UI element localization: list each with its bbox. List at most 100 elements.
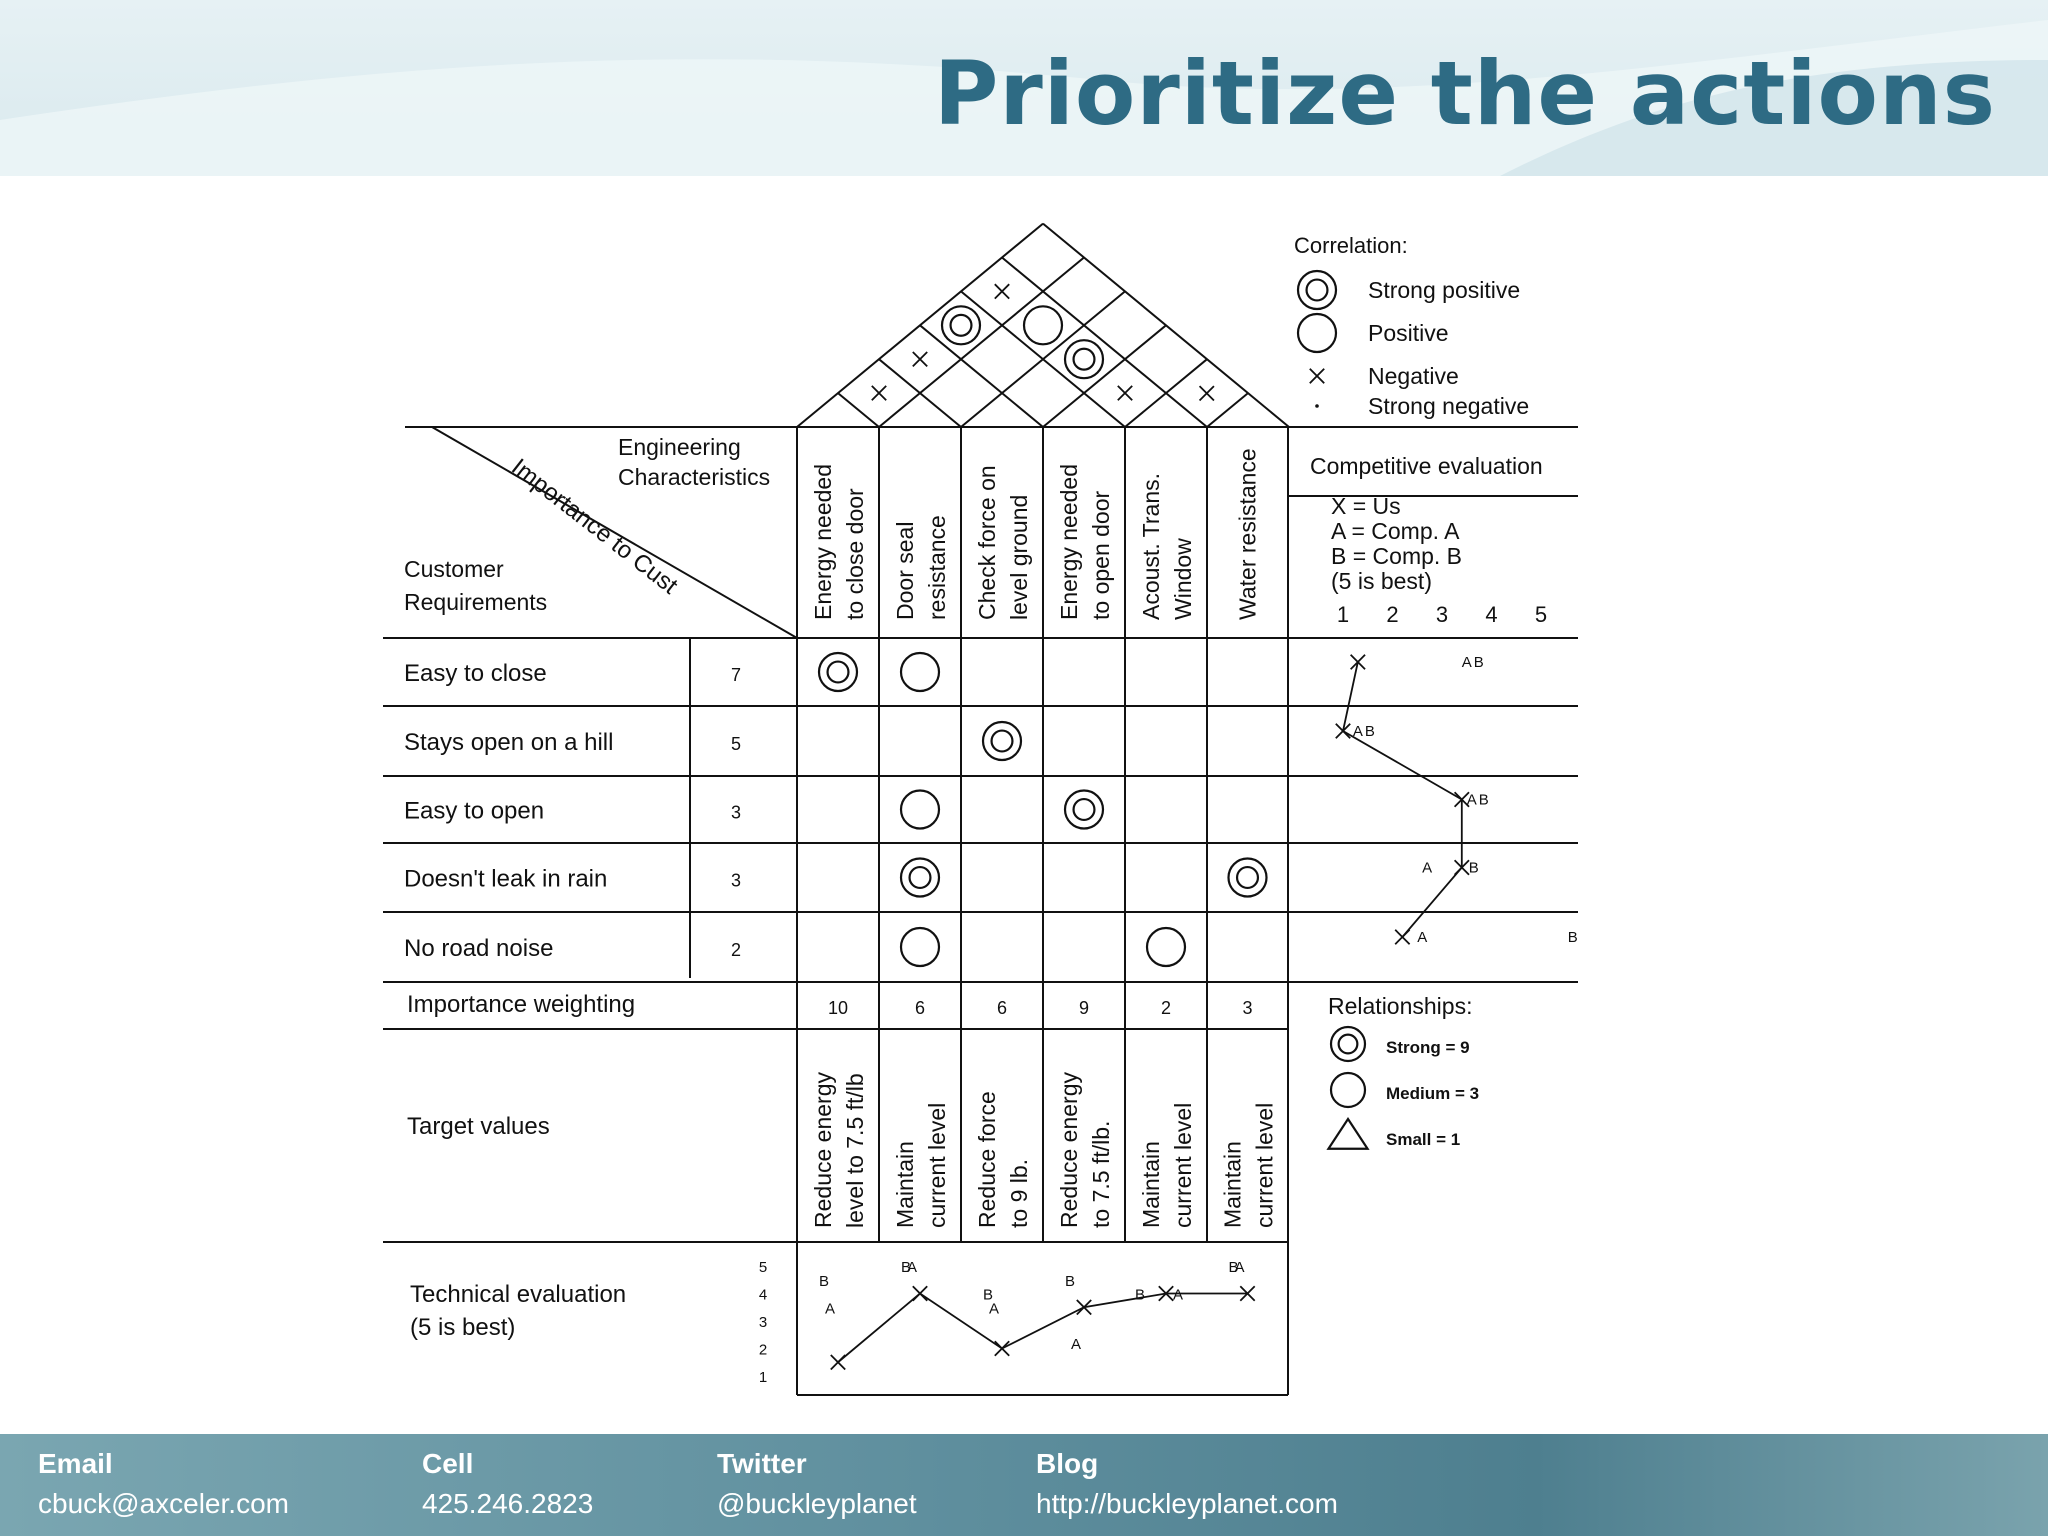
inner-circle-icon bbox=[1305, 278, 1329, 302]
negative-icon bbox=[912, 1285, 928, 1302]
competitive-scale-tick: 3 bbox=[1436, 602, 1448, 627]
column-header: Acoust. Trans. bbox=[1138, 473, 1164, 620]
competitive-scale-tick: 5 bbox=[1535, 602, 1547, 627]
comp-b-technical-point: B bbox=[983, 1287, 993, 1304]
inner-circle-icon bbox=[1072, 797, 1096, 822]
relationships-legend-label: Medium = 3 bbox=[1386, 1084, 1479, 1103]
roof-line bbox=[878, 358, 962, 428]
negative-icon bbox=[1309, 368, 1325, 384]
competitive-key: B = Comp. B bbox=[1331, 543, 1462, 569]
column-header: Check force on bbox=[974, 465, 1000, 620]
negative-icon bbox=[1117, 385, 1133, 401]
engineering-label: Characteristics bbox=[618, 464, 770, 490]
medium-relationship-icon bbox=[899, 651, 941, 693]
comp-a-competitive-point: A bbox=[1422, 860, 1432, 877]
strong-relationship-icon bbox=[1329, 1025, 1367, 1063]
competitive-scale-tick: 4 bbox=[1485, 602, 1497, 627]
comp-b-competitive-point: B bbox=[1479, 792, 1489, 809]
cell-label: Cell bbox=[422, 1448, 474, 1479]
comp-a-technical-point: A bbox=[1173, 1287, 1183, 1304]
target-value: Maintain bbox=[1138, 1141, 1164, 1228]
comp-a-technical-point: A bbox=[907, 1259, 917, 1276]
inner-circle-icon bbox=[1337, 1033, 1359, 1055]
requirement-importance: 3 bbox=[731, 871, 741, 891]
roof-line bbox=[919, 324, 1044, 428]
column-header: level ground bbox=[1006, 495, 1032, 620]
technical-scale-tick: 1 bbox=[759, 1369, 767, 1386]
target-value: Reduce force bbox=[974, 1091, 1000, 1228]
negative-icon bbox=[1198, 385, 1215, 402]
competitive-key: (5 is best) bbox=[1331, 568, 1432, 594]
requirement-label: Easy to open bbox=[404, 798, 544, 825]
column-header: to close door bbox=[842, 488, 868, 620]
negative-icon bbox=[1394, 929, 1411, 945]
strong-positive-icon bbox=[940, 305, 982, 346]
requirement-label: Stays open on a hill bbox=[404, 729, 613, 756]
target-value: Maintain bbox=[1220, 1141, 1246, 1228]
competitive-scale-tick: 1 bbox=[1337, 602, 1349, 627]
negative-icon bbox=[871, 385, 887, 401]
correlation-legend-label: Strong positive bbox=[1368, 277, 1520, 303]
positive-icon bbox=[1296, 312, 1338, 354]
comp-b-competitive-point: B bbox=[1474, 654, 1484, 671]
roof-line bbox=[878, 256, 1085, 428]
twitter-value[interactable]: @buckleyplanet bbox=[717, 1488, 917, 1519]
weighting-value: 3 bbox=[1242, 998, 1252, 1018]
column-header: resistance bbox=[924, 515, 950, 620]
comp-a-competitive-point: A bbox=[1467, 792, 1477, 809]
blog-value[interactable]: http://buckleyplanet.com bbox=[1036, 1488, 1338, 1519]
requirement-label: Easy to close bbox=[404, 660, 547, 687]
requirement-importance: 3 bbox=[731, 803, 741, 823]
blog-label: Blog bbox=[1036, 1448, 1099, 1479]
requirement-label: No road noise bbox=[404, 935, 553, 962]
technical-scale-tick: 4 bbox=[759, 1287, 767, 1304]
strong-negative-icon bbox=[1315, 404, 1319, 408]
comp-a-competitive-point: A bbox=[1353, 723, 1363, 740]
comp-b-technical-point: B bbox=[819, 1273, 829, 1290]
requirement-importance: 5 bbox=[731, 734, 741, 754]
column-header: Energy needed bbox=[810, 464, 836, 620]
footer-cell: Cell 425.246.2823 bbox=[422, 1446, 593, 1526]
target-values-label: Target values bbox=[407, 1113, 550, 1140]
medium-relationship-icon bbox=[899, 789, 941, 830]
technical-scale-tick: 2 bbox=[759, 1342, 767, 1359]
target-value: to 7.5 ft/lb. bbox=[1088, 1121, 1114, 1228]
slide-header: Prioritize the actions bbox=[0, 0, 2048, 176]
target-value: Maintain bbox=[892, 1141, 918, 1228]
target-value: current level bbox=[1170, 1103, 1196, 1228]
slide-title: Prioritize the actions bbox=[933, 42, 1996, 145]
weighting-value: 6 bbox=[915, 998, 925, 1018]
comp-a-competitive-point: A bbox=[1462, 654, 1472, 671]
strong-relationship-icon bbox=[899, 857, 941, 898]
comp-a-technical-point: A bbox=[989, 1300, 999, 1317]
correlation-legend-label: Positive bbox=[1368, 320, 1449, 346]
comp-b-technical-point: B bbox=[1135, 1287, 1145, 1304]
column-header: to open door bbox=[1088, 490, 1114, 620]
correlation-legend-title: Correlation: bbox=[1294, 233, 1408, 258]
strong-relationship-icon bbox=[817, 651, 859, 693]
negative-icon bbox=[1350, 654, 1366, 670]
inner-circle-icon bbox=[990, 729, 1014, 753]
negative-icon bbox=[994, 1340, 1010, 1357]
requirement-label: Doesn't leak in rain bbox=[404, 866, 607, 893]
inner-circle-icon bbox=[826, 660, 850, 684]
weighting-value: 6 bbox=[997, 998, 1007, 1018]
footer-twitter: Twitter @buckleyplanet bbox=[717, 1446, 917, 1526]
cell-value: 425.246.2823 bbox=[422, 1488, 594, 1519]
roof-line bbox=[1206, 392, 1249, 428]
target-value: current level bbox=[924, 1103, 950, 1228]
negative-icon bbox=[912, 351, 928, 368]
strong-relationship-icon bbox=[981, 720, 1023, 762]
positive-icon bbox=[1022, 305, 1064, 346]
competitive-evaluation-title: Competitive evaluation bbox=[1310, 453, 1543, 479]
roof-line bbox=[960, 290, 1126, 428]
email-value[interactable]: cbuck@axceler.com bbox=[38, 1488, 289, 1519]
comp-b-technical-point: B bbox=[1065, 1273, 1075, 1290]
competitive-scale-tick: 2 bbox=[1386, 602, 1398, 627]
column-header: Window bbox=[1170, 538, 1196, 620]
correlation-legend-label: Strong negative bbox=[1368, 393, 1529, 419]
negative-icon bbox=[1158, 1285, 1174, 1302]
comp-b-competitive-point: B bbox=[1469, 860, 1479, 877]
correlation-legend-label: Negative bbox=[1368, 363, 1459, 389]
weighting-value: 9 bbox=[1079, 998, 1089, 1018]
